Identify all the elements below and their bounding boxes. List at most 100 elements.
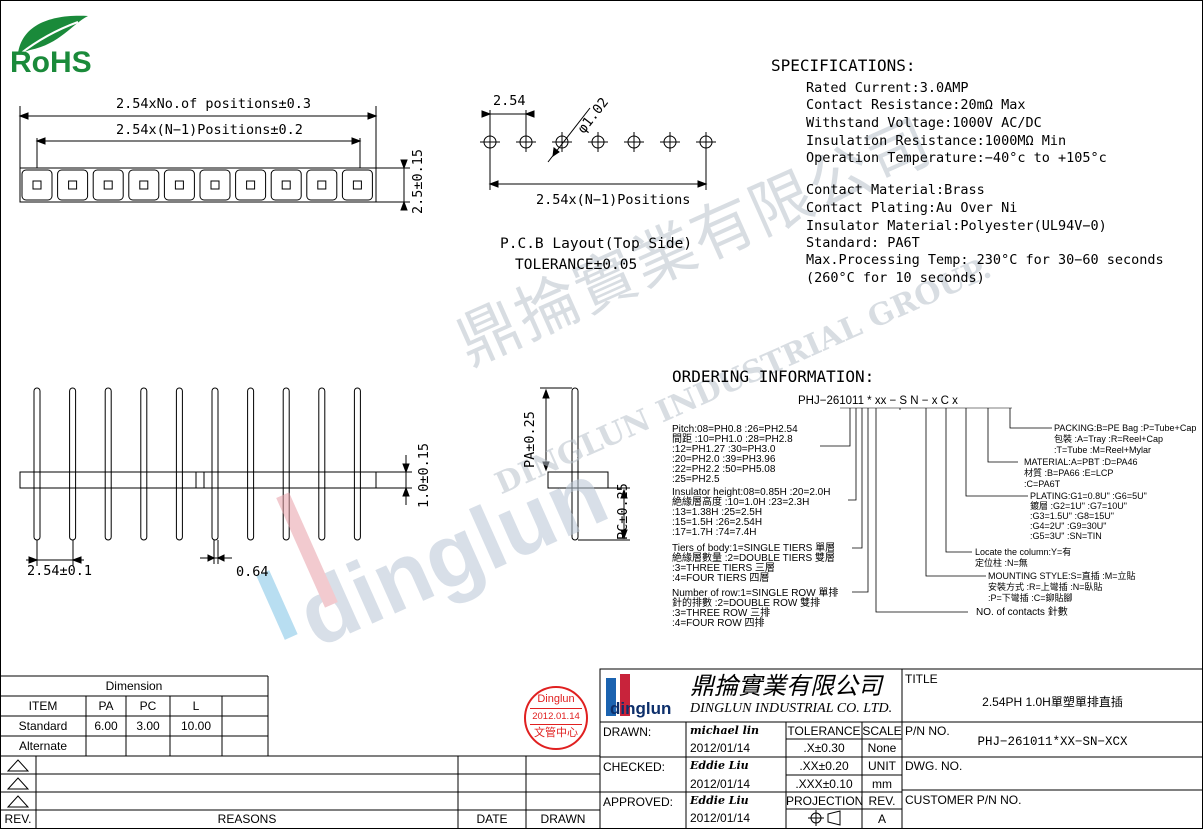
side-pin [175, 387, 183, 541]
material-line: MATERIAL:A=PBT :D=PA46 [1024, 457, 1138, 467]
locate-line: 定位柱 :N=無 [975, 558, 1028, 568]
spec-heading: SPECIFICATIONS: [771, 56, 916, 75]
header-cell [163, 169, 195, 201]
side-pin [247, 387, 255, 541]
spec-line: Insulation Resistance:1000MΩ Min [806, 133, 1067, 149]
spec-line: Operation Temperature:−40°c to +105°c [806, 150, 1107, 166]
height-line: Insulator height:08=0.85H :20=2.0H [672, 487, 831, 498]
header-cell [341, 169, 373, 201]
mounting-line: 安裝方式 :R=上彎插 :N=臥貼 [988, 582, 1103, 592]
side-pitch: 2.54±0.1 [27, 563, 93, 579]
drawing-title: 2.54PH 1.0H單塑單排直插 [982, 695, 1123, 709]
logo-text: dinglun [610, 699, 672, 718]
dim-cell: Alternate [18, 739, 68, 753]
spec-line: Withstand Voltage:1000V AC/DC [806, 115, 1042, 131]
packing-line: 包裝 :A=Tray :R=Reel+Cap [1054, 434, 1163, 444]
reasons-label: REASONS [217, 812, 277, 826]
dim-cell: 10.00 [180, 719, 212, 733]
checked-date: 2012/01/14 [690, 777, 751, 791]
date-label: DATE [476, 812, 508, 826]
dwg-label: DWG. NO. [905, 759, 963, 773]
rows-line: :3=THREE ROW 三排 [672, 608, 771, 619]
header-cell [92, 169, 124, 201]
pitch-line: Pitch:08=PH0.8 :26=PH2.54 [672, 424, 798, 435]
height-line: 絶緣層高度 :10=1.0H :23=2.3H [672, 497, 810, 508]
header-cell [199, 169, 231, 201]
unit-value: mm [872, 777, 892, 791]
title-label: TITLE [905, 672, 938, 686]
customer-pn-label: CUSTOMER P/N NO. [905, 793, 1022, 807]
plating-line: :G3=1.5U" :G8=15U" [1030, 511, 1114, 521]
tiers-line: :4=FOUR TIERS 四層 [672, 573, 770, 584]
stamp-date: 2012.01.14 [532, 711, 580, 722]
pn-value: PHJ−261011*XX−SN−XCX [977, 735, 1128, 749]
spec-line: Insulator Material:Polyester(UL94V−0) [806, 218, 1107, 234]
mounting-line: :P=下彎插 :C=鉚貼腳 [988, 593, 1073, 603]
pcb-pitch: 2.54 [493, 93, 526, 109]
rohs-text: RoHS [10, 46, 92, 79]
dim-header: PC [139, 699, 157, 713]
spec-line: Contact Plating:Au Over Ni [806, 200, 1018, 216]
tolerance-label: TOLERANCE [787, 724, 861, 738]
material-line: :C=PA6T [1024, 479, 1061, 489]
company-name-en: DINGLUN INDUSTRIAL CO. LTD. [690, 701, 893, 716]
height-line: :15=1.5H :26=2.54H [672, 517, 763, 528]
side-pc: PC±0.25 [615, 483, 631, 540]
plating-line: :G5=3U" :SN=TIN [1030, 531, 1102, 541]
spec-line: Contact Resistance:20mΩ Max [806, 97, 1026, 113]
pin-square [32, 180, 42, 190]
pitch-line: :20=PH2.0 :39=PH3.96 [672, 454, 776, 465]
dim-header: ITEM [28, 699, 58, 713]
side-height: 1.0±0.15 [416, 442, 432, 508]
rev-label: REV. [4, 812, 32, 826]
side-pin [140, 387, 148, 541]
rows-line: 針的排數 :2=DOUBLE ROW 雙排 [672, 598, 821, 609]
stamp-top: Dinglun [537, 693, 575, 705]
drawn-date: 2012/01/14 [690, 741, 751, 755]
rev-value: A [877, 812, 886, 826]
header-cell [235, 169, 267, 201]
side-pa: PA±0.25 [522, 411, 538, 468]
header-cell [306, 169, 338, 201]
side-pin [318, 387, 326, 541]
drawn-label: DRAWN [540, 812, 586, 826]
height-line: :13=1.38H :25=2.5H [672, 507, 763, 518]
pin-square [210, 180, 220, 190]
pin-square [281, 180, 291, 190]
dim-header: PA [98, 699, 114, 713]
scale-label: SCALE [862, 724, 902, 738]
spec-line: Max.Processing Temp: 230°C for 30−60 sec… [806, 252, 1164, 268]
dim-header: L [192, 699, 200, 713]
tolerance-1: .X±0.30 [803, 741, 845, 755]
pin-square [139, 180, 149, 190]
pin-square [352, 180, 362, 190]
height-line: :17=1.7H :74=7.4H [672, 527, 757, 538]
pin-square [103, 180, 113, 190]
unit-label: UNIT [868, 759, 896, 773]
pin-square [246, 180, 256, 190]
company-logo: dinglun [606, 674, 682, 718]
ordering-heading: ORDERING INFORMATION: [672, 367, 875, 386]
pitch-line: :22=PH2.2 :50=PH5.08 [672, 464, 776, 475]
tolerance-2: .XX±0.20 [799, 759, 849, 773]
watermark-logo: dinglun [240, 443, 621, 667]
pin-square [68, 180, 78, 190]
dim-cell: Standard [18, 719, 68, 733]
ordering-contacts: NO. of contacts 針數 [976, 607, 1068, 618]
ordering-code: PHJ−261011 * xx − S N − x C x [798, 395, 958, 407]
spec-line: Rated Current:3.0AMP [806, 80, 969, 96]
front-height-dim: 2.5±0.15 [410, 148, 426, 214]
approved-by: Eddie Liu [690, 794, 749, 807]
checked-label: CHECKED: [603, 760, 666, 774]
side-pin [33, 387, 41, 541]
mounting-line: MOUNTING STYLE:S=直插 :M=立貼 [988, 571, 1136, 581]
rohs-logo: RoHS [8, 10, 118, 80]
drawn-label: DRAWN: [603, 725, 652, 739]
spec-line: Standard: PA6T [806, 235, 920, 251]
approval-stamp: Dinglun 2012.01.14 文管中心 [524, 686, 588, 750]
plating-line: PLATING:G1=0.8U" :G6=5U" [1030, 491, 1147, 501]
header-cell [270, 169, 302, 201]
side-pin [211, 387, 219, 541]
scale-value: None [867, 741, 897, 755]
